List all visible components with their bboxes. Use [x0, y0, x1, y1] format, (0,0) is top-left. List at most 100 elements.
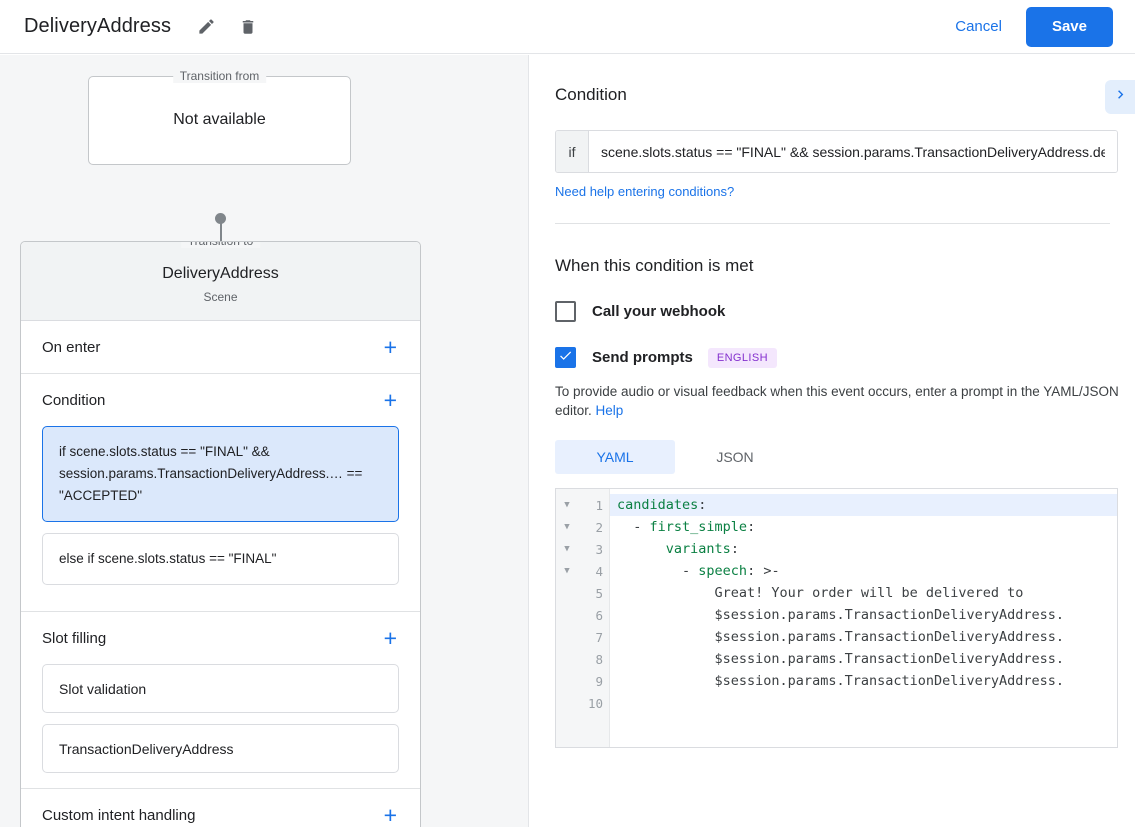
yaml-punct: : — [747, 519, 756, 535]
section-title-custom-intent: Custom intent handling — [42, 806, 196, 824]
condition-item[interactable]: else if scene.slots.status == "FINAL" — [42, 533, 399, 585]
section-title-slot-filling: Slot filling — [42, 629, 107, 647]
section-title-condition: Condition — [42, 391, 106, 409]
slot-list: Slot validation TransactionDeliveryAddre… — [21, 664, 420, 788]
line-number: 10 — [587, 695, 603, 711]
webhook-row: Call your webhook — [555, 301, 1110, 322]
condition-editor-section: Condition if Need help entering conditio… — [530, 55, 1135, 748]
line-number: 9 — [595, 673, 603, 689]
add-on-enter-icon[interactable]: + — [383, 333, 397, 360]
slot-item-transaction-delivery-address[interactable]: TransactionDeliveryAddress — [42, 724, 399, 773]
caret-down-icon[interactable]: ▼ — [564, 522, 570, 532]
check-icon — [558, 348, 573, 368]
line-number: 2 — [595, 519, 603, 535]
trash-icon — [239, 18, 257, 36]
gutter-row: 10 — [556, 692, 609, 714]
gutter-row: 5 — [556, 582, 609, 604]
edit-button[interactable] — [189, 10, 223, 44]
code-line: - speech: >- — [610, 560, 1117, 582]
pencil-icon — [197, 17, 216, 36]
yaml-key: variants — [665, 541, 731, 557]
left-panel: Transition from Not available Transition… — [0, 55, 529, 827]
yaml-indent: - — [617, 563, 699, 579]
connector-dot — [215, 213, 226, 224]
scene-header: DeliveryAddress Scene — [21, 242, 420, 321]
page-title: DeliveryAddress — [24, 15, 172, 37]
editor-format-tabs: YAML JSON — [555, 440, 1110, 474]
line-number: 8 — [595, 651, 603, 667]
yaml-punct: : >- — [747, 563, 780, 579]
section-divider — [555, 223, 1110, 224]
gutter-row: 9 — [556, 670, 609, 692]
condition-input-row: if — [555, 130, 1118, 173]
caret-down-icon[interactable]: ▼ — [564, 566, 570, 576]
yaml-indent: - — [617, 519, 650, 535]
prompt-editor-hint-text: To provide audio or visual feedback when… — [555, 384, 1119, 418]
code-line: $session.params.TransactionDeliveryAddre… — [617, 673, 1065, 689]
editor-gutter: ▼1 ▼2 ▼3 ▼4 5 6 7 8 9 10 — [556, 489, 610, 747]
section-condition: Condition + if scene.slots.status == "FI… — [21, 374, 420, 612]
yaml-key: candidates — [617, 497, 699, 513]
tab-json[interactable]: JSON — [716, 449, 754, 465]
tab-yaml[interactable]: YAML — [555, 440, 675, 474]
add-slot-icon[interactable]: + — [383, 624, 397, 651]
delete-button[interactable] — [231, 10, 265, 44]
gutter-row: ▼2 — [556, 516, 609, 538]
if-prefix-label: if — [556, 131, 589, 172]
save-button[interactable]: Save — [1025, 6, 1113, 47]
editor-code-area[interactable]: candidates: - first_simple: variants: - … — [610, 489, 1117, 747]
line-number: 4 — [595, 563, 603, 579]
line-number: 1 — [595, 497, 603, 513]
code-line: $session.params.TransactionDeliveryAddre… — [617, 607, 1065, 623]
gutter-row: ▼3 — [556, 538, 609, 560]
section-title-on-enter: On enter — [42, 338, 101, 356]
yaml-punct: : — [698, 497, 707, 513]
scene-type: Scene — [203, 289, 238, 304]
call-webhook-checkbox[interactable] — [555, 301, 576, 322]
when-condition-met-title: When this condition is met — [555, 256, 754, 275]
section-header-on-enter[interactable]: On enter + — [21, 321, 420, 373]
section-header-condition[interactable]: Condition + — [21, 374, 420, 426]
condition-list: if scene.slots.status == "FINAL" && sess… — [21, 426, 420, 611]
code-line: $session.params.TransactionDeliveryAddre… — [617, 629, 1065, 645]
section-slot-filling: Slot filling + Slot validation Transacti… — [21, 612, 420, 789]
cancel-button[interactable]: Cancel — [955, 18, 1002, 35]
code-line: Great! Your order will be delivered to — [617, 585, 1024, 601]
code-editor[interactable]: ▼1 ▼2 ▼3 ▼4 5 6 7 8 9 10 candidates: - f… — [555, 488, 1118, 748]
section-header-slot-filling[interactable]: Slot filling + — [21, 612, 420, 664]
condition-item-selected[interactable]: if scene.slots.status == "FINAL" && sess… — [42, 426, 399, 522]
transition-from-value: Not available — [173, 111, 266, 128]
chevron-right-icon — [1112, 86, 1129, 108]
caret-down-icon[interactable]: ▼ — [564, 544, 570, 554]
send-prompts-row: Send prompts ENGLISH — [555, 347, 1110, 368]
need-help-conditions-link[interactable]: Need help entering conditions? — [555, 184, 735, 199]
code-line — [610, 692, 1117, 714]
add-custom-intent-icon[interactable]: + — [383, 801, 397, 827]
line-number: 6 — [595, 607, 603, 623]
caret-down-icon[interactable]: ▼ — [564, 500, 570, 510]
right-panel: Condition if Need help entering conditio… — [530, 55, 1135, 827]
section-on-enter: On enter + — [21, 321, 420, 374]
yaml-indent — [617, 541, 666, 557]
code-line: variants: — [610, 538, 1117, 560]
gutter-row: ▼4 — [556, 560, 609, 582]
line-number: 5 — [595, 585, 603, 601]
yaml-key: first_simple — [649, 519, 748, 535]
add-condition-icon[interactable]: + — [383, 386, 397, 413]
transition-to-card: Transition to DeliveryAddress Scene On e… — [20, 241, 421, 827]
transition-from-legend: Transition from — [172, 69, 267, 83]
slot-item-validation[interactable]: Slot validation — [42, 664, 399, 713]
help-link[interactable]: Help — [595, 403, 624, 418]
line-number: 7 — [595, 629, 603, 645]
yaml-key: speech — [698, 563, 748, 579]
expand-panel-button[interactable] — [1105, 80, 1135, 114]
top-app-bar: DeliveryAddress Cancel Save — [0, 0, 1135, 54]
code-line: candidates: — [610, 494, 1117, 516]
section-header-custom-intent[interactable]: Custom intent handling + — [21, 789, 420, 827]
section-custom-intent-handling: Custom intent handling + — [21, 789, 420, 827]
send-prompts-checkbox[interactable] — [555, 347, 576, 368]
send-prompts-label: Send prompts — [592, 349, 693, 366]
code-line: $session.params.TransactionDeliveryAddre… — [617, 651, 1065, 667]
gutter-row: 7 — [556, 626, 609, 648]
condition-input[interactable] — [589, 131, 1117, 172]
